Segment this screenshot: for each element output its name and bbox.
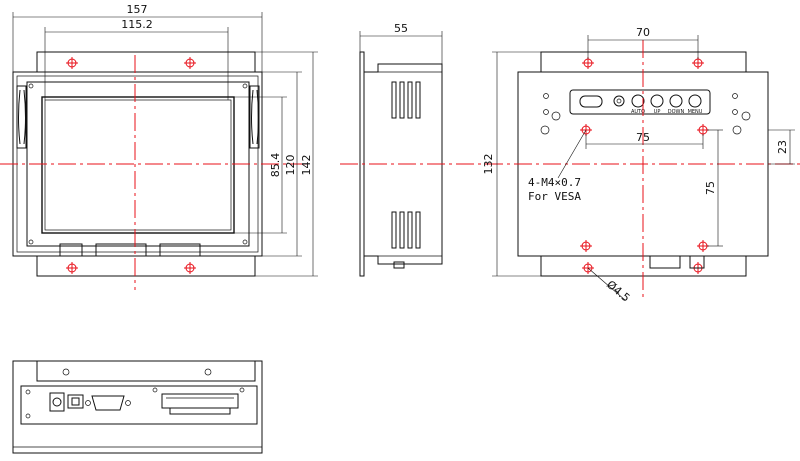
right-bracket-slot	[251, 89, 259, 145]
right-bracket	[249, 85, 260, 149]
front-display-area	[41, 96, 235, 234]
bottom-view	[12, 360, 263, 454]
up-button[interactable]	[650, 94, 664, 108]
dc-power-jack	[49, 392, 65, 412]
dim-hole-diameter: Ø4.5	[604, 278, 632, 305]
front-flange-holes	[66, 57, 196, 274]
power-button[interactable]	[613, 95, 625, 107]
front-bottom-flange	[36, 255, 256, 277]
rear-dimensions	[492, 35, 795, 301]
screw-spec-note: 4-M4×0.7	[528, 176, 581, 189]
side-view: 55	[359, 22, 443, 277]
vga-port	[91, 395, 125, 411]
side-vent-slots-bottom	[391, 211, 421, 249]
auto-button[interactable]	[631, 94, 645, 108]
dim-width-mount: 115.2	[121, 18, 153, 31]
front-connector	[159, 243, 201, 257]
bottom-top-flange	[36, 361, 256, 382]
side-vent-slots-top	[391, 81, 421, 119]
left-bracket-slot	[18, 89, 26, 145]
screw-icon	[25, 389, 31, 395]
down-button-label: DOWN	[668, 109, 685, 115]
screw-icon	[28, 239, 34, 245]
front-top-flange	[36, 51, 256, 73]
dim-vesa-vertical: 75	[704, 181, 717, 195]
dim-display-height: 85.4	[269, 153, 282, 178]
dim-width-overall: 157	[127, 3, 148, 16]
dim-vesa-horizontal: 75	[636, 131, 650, 144]
screw-icon	[25, 413, 31, 419]
dim-depth: 55	[394, 22, 408, 35]
dim-mount-height: 120	[284, 155, 297, 176]
screw-icon	[204, 368, 212, 376]
menu-button-label: MENU	[688, 109, 703, 115]
bottom-connector-panel	[20, 385, 258, 425]
side-connector	[393, 261, 405, 269]
wide-connector	[161, 393, 239, 409]
screw-icon	[28, 83, 34, 89]
screw-purpose-note: For VESA	[528, 190, 581, 203]
screw-icon	[239, 387, 245, 393]
screw-icon	[242, 239, 248, 245]
power-led-icon	[579, 95, 603, 108]
front-view: 157 115.2 85.4 120 142	[0, 3, 318, 290]
down-button[interactable]	[669, 94, 683, 108]
screw-icon	[242, 83, 248, 89]
rear-connector	[649, 255, 681, 269]
dim-vesa-top: 70	[636, 26, 650, 39]
menu-button[interactable]	[688, 94, 702, 108]
dim-offset-right: 23	[776, 140, 789, 154]
power-switch	[67, 394, 84, 409]
front-connector	[59, 243, 83, 257]
rear-small-holes	[540, 93, 751, 135]
rear-connector	[689, 255, 705, 269]
auto-button-label: AUTO	[631, 109, 645, 115]
up-button-label: UP	[654, 109, 661, 115]
front-display-inner	[44, 99, 232, 231]
screw-icon	[152, 387, 158, 393]
screw-icon	[62, 368, 70, 376]
rear-view: AUTO UP DOWN MENU	[340, 26, 800, 305]
dim-rear-height: 132	[482, 154, 495, 175]
bottom-outer-frame	[12, 360, 263, 454]
left-bracket	[16, 85, 27, 149]
front-dimensions	[12, 12, 318, 277]
dim-height-overall: 142	[300, 155, 313, 176]
button-bar	[569, 89, 711, 115]
front-connector	[95, 243, 147, 257]
